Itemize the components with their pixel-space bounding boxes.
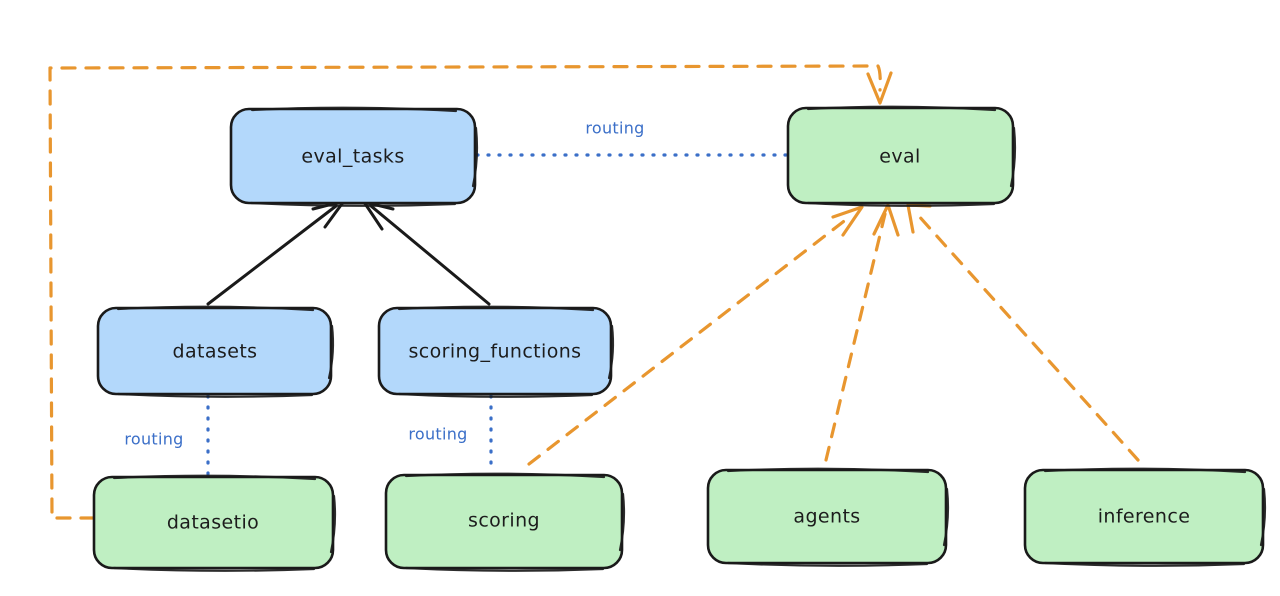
- edge-scoring-to-eval: [527, 205, 864, 466]
- edge-label-routing-scoring: routing: [408, 425, 467, 444]
- edge-label-routing-eval: routing: [585, 119, 644, 138]
- edge-datasetio-to-eval: [48, 64, 893, 520]
- edge-label-layer: routing routing routing: [124, 119, 644, 449]
- node-scoring-functions[interactable]: scoring_functions: [377, 305, 615, 398]
- edge-agents-to-eval: [824, 203, 900, 462]
- node-agents[interactable]: agents: [706, 467, 950, 567]
- node-inference[interactable]: inference: [1023, 467, 1267, 567]
- node-agents-label: agents: [793, 506, 860, 528]
- node-scoring[interactable]: scoring: [384, 472, 626, 572]
- node-eval-tasks-label: eval_tasks: [301, 146, 404, 168]
- node-inference-label: inference: [1098, 506, 1191, 528]
- node-layer: eval_tasks eval datasets: [92, 105, 1267, 572]
- node-datasets[interactable]: datasets: [96, 305, 335, 398]
- node-datasetio[interactable]: datasetio: [92, 474, 337, 572]
- node-eval-tasks[interactable]: eval_tasks: [229, 106, 479, 207]
- node-scoring-label: scoring: [468, 510, 540, 532]
- node-scoring-functions-label: scoring_functions: [409, 341, 582, 363]
- edge-scoring-functions-to-eval-tasks: [362, 200, 491, 306]
- node-datasets-label: datasets: [173, 341, 258, 363]
- node-eval[interactable]: eval: [786, 105, 1017, 207]
- node-eval-label: eval: [879, 146, 920, 168]
- edge-datasets-to-eval-tasks: [206, 199, 346, 306]
- node-datasetio-label: datasetio: [167, 512, 259, 534]
- edge-inference-to-eval: [906, 203, 1140, 462]
- edge-label-routing-datasetio: routing: [124, 430, 183, 449]
